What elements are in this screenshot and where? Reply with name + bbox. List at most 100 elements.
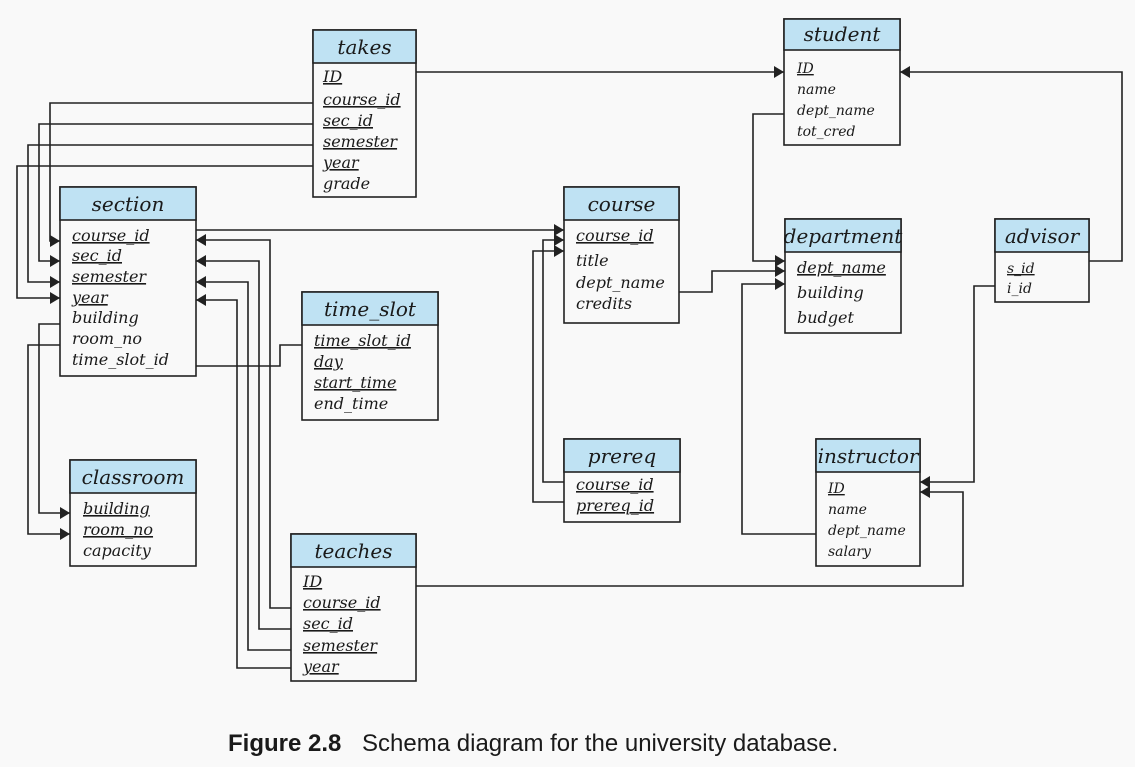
table-header — [815, 438, 921, 473]
primary-key-attribute: sec_id — [303, 614, 353, 633]
arrowhead-icon — [196, 255, 206, 267]
table-header — [69, 459, 197, 494]
arrowhead-icon — [554, 245, 564, 257]
table-name: course — [588, 192, 656, 216]
edge-teaches-section-course-id — [196, 239, 291, 609]
arrowhead-icon — [50, 276, 60, 288]
attribute: room_no — [72, 329, 142, 348]
attribute: name — [797, 82, 836, 98]
edge-prereq-course-id — [542, 239, 564, 483]
edge-section-classroom-building — [38, 323, 70, 514]
table-header — [59, 186, 197, 221]
edge-takes-section-sec-id — [38, 123, 313, 262]
edge-section-classroom-room-no — [27, 344, 70, 535]
attribute: end_time — [314, 394, 388, 413]
arrowhead-icon — [920, 486, 930, 498]
edge-section-time-slot — [196, 344, 302, 367]
attribute: title — [576, 251, 609, 270]
table-name: takes — [337, 35, 391, 59]
table-section: sectioncourse_idsec_idsemesteryearbuildi… — [59, 186, 197, 377]
attribute: time_slot_id — [72, 350, 169, 369]
edge-teaches-section-semester — [196, 281, 291, 651]
primary-key-attribute: year — [322, 153, 360, 172]
primary-key-attribute: day — [314, 352, 344, 371]
arrowhead-icon — [900, 66, 910, 78]
primary-key-attribute: ID — [827, 481, 845, 497]
primary-key-attribute: course_id — [576, 226, 654, 245]
attribute: dept_name — [576, 273, 665, 292]
table-name: time_slot — [324, 297, 417, 321]
table-name: student — [804, 22, 882, 46]
table-header — [994, 218, 1090, 253]
arrowhead-icon — [60, 507, 70, 519]
primary-key-attribute: year — [302, 657, 340, 676]
primary-key-attribute: ID — [322, 67, 342, 86]
attribute: tot_cred — [797, 124, 855, 140]
edge-instructor-department — [741, 283, 816, 535]
table-name: prereq — [588, 444, 656, 468]
attribute: credits — [576, 294, 632, 313]
primary-key-attribute: s_id — [1007, 261, 1035, 277]
primary-key-attribute: semester — [72, 267, 147, 286]
table-name: advisor — [1005, 224, 1081, 248]
edge-advisor-student — [900, 71, 1123, 262]
primary-key-attribute: course_id — [323, 90, 401, 109]
table-header — [563, 438, 681, 473]
primary-key-attribute: course_id — [576, 475, 654, 494]
tables: takesIDcourse_idsec_idsemesteryeargrades… — [59, 18, 1090, 682]
edge-student-department — [752, 113, 785, 262]
attribute: building — [72, 308, 139, 327]
edge-takes-section-year — [16, 165, 313, 299]
attribute: i_id — [1007, 281, 1032, 297]
figure-caption: Figure 2.8 Schema diagram for the univer… — [228, 730, 838, 758]
table-header — [784, 218, 902, 253]
primary-key-attribute: course_id — [72, 226, 150, 245]
arrowhead-icon — [920, 476, 930, 488]
arrowhead-icon — [775, 265, 785, 277]
table-header — [301, 291, 439, 326]
primary-key-attribute: ID — [796, 61, 814, 77]
table-name: section — [92, 192, 165, 216]
arrowhead-icon — [554, 234, 564, 246]
primary-key-attribute: semester — [303, 636, 378, 655]
arrowhead-icon — [50, 292, 60, 304]
primary-key-attribute: course_id — [303, 593, 381, 612]
primary-key-attribute: year — [71, 288, 109, 307]
relationship-lines — [16, 66, 1123, 669]
caption-text: Schema diagram for the university databa… — [362, 730, 839, 757]
primary-key-attribute: ID — [302, 572, 322, 591]
edge-teaches-section-sec-id — [196, 260, 291, 630]
attribute: salary — [828, 544, 872, 560]
table-header — [563, 186, 680, 221]
arrowhead-icon — [554, 224, 564, 236]
arrowhead-icon — [196, 234, 206, 246]
attribute: name — [828, 502, 867, 518]
edge-prereq-prereq-id — [532, 250, 564, 503]
attribute: budget — [797, 308, 855, 327]
primary-key-attribute: building — [83, 499, 150, 518]
arrowhead-icon — [775, 278, 785, 290]
table-advisor: advisor s_id i_id — [994, 218, 1090, 303]
table-name: teaches — [315, 539, 393, 563]
primary-key-attribute: time_slot_id — [314, 331, 411, 350]
attribute: dept_name — [797, 103, 875, 119]
primary-key-attribute: start_time — [314, 373, 396, 392]
primary-key-attribute: semester — [323, 132, 398, 151]
arrowhead-icon — [50, 235, 60, 247]
table-header — [290, 533, 417, 568]
table-header — [783, 18, 901, 51]
arrowhead-icon — [50, 255, 60, 267]
attribute: dept_name — [828, 523, 906, 539]
table-name: classroom — [82, 465, 185, 489]
arrowhead-icon — [60, 528, 70, 540]
